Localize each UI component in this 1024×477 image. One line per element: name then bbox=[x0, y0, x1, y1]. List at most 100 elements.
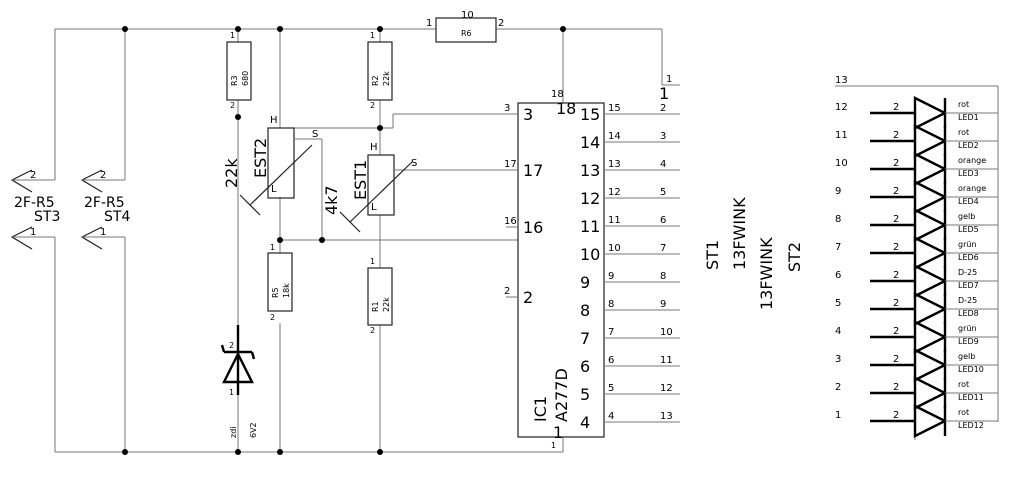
r5-name: R5 bbox=[271, 287, 280, 298]
st2-label: 13FWINK ST2 bbox=[757, 237, 804, 310]
r3-pin-bottom: 2 bbox=[230, 101, 235, 110]
wiring bbox=[54, 28, 999, 453]
zener-value: 6V2 bbox=[249, 422, 258, 438]
led-name: LED5 bbox=[958, 225, 979, 234]
st1-pin-num: 7 bbox=[660, 243, 666, 254]
led-color: orange bbox=[958, 156, 986, 165]
st2-pin-num: 3 bbox=[835, 354, 841, 365]
led-name: LED9 bbox=[958, 337, 979, 346]
st4-pin-top: 2 bbox=[100, 170, 106, 181]
ic-right-pin-num: 9 bbox=[580, 273, 590, 292]
ic-value: A277D bbox=[552, 368, 571, 422]
st2-pin-num: 6 bbox=[835, 270, 841, 281]
r5-pin-top: 1 bbox=[270, 243, 275, 252]
ic-bottom-pin-num: 1 bbox=[553, 423, 563, 442]
st2-top-pin-num: 13 bbox=[835, 75, 848, 86]
ic-left-pin-ext: 3 bbox=[504, 103, 510, 114]
r6-name: R6 bbox=[461, 29, 472, 38]
st1-pin-num: 11 bbox=[660, 355, 673, 366]
r2-pin-top: 1 bbox=[370, 31, 375, 40]
est1-name: EST1 bbox=[351, 160, 370, 200]
led-name: LED4 bbox=[958, 197, 979, 206]
led-pin-2: 2 bbox=[893, 186, 899, 197]
led-pin-2: 2 bbox=[893, 214, 899, 225]
led-color: D-25 bbox=[958, 268, 977, 277]
st1-top-pin-big: 1 bbox=[659, 84, 669, 103]
st4-value: 2F-R5 bbox=[84, 195, 125, 211]
st2-pin-num: 2 bbox=[835, 382, 841, 393]
ic-right-pin-num: 11 bbox=[580, 217, 600, 236]
led-pin-2: 2 bbox=[893, 102, 899, 113]
ic-right-pin-num: 6 bbox=[580, 357, 590, 376]
led-name: LED12 bbox=[958, 421, 984, 430]
led-name: LED7 bbox=[958, 281, 979, 290]
r6-value: 10 bbox=[461, 10, 474, 21]
trimmer-est2: H S L EST2 22k bbox=[222, 115, 318, 216]
ic-right-pin-ext: 11 bbox=[608, 215, 621, 226]
r1-name: R1 bbox=[371, 301, 380, 312]
connector-st3: 2 1 2F-R5 ST3 bbox=[10, 169, 60, 250]
st2-pin-num: 8 bbox=[835, 214, 841, 225]
st1-pin-num: 5 bbox=[660, 187, 666, 198]
led-pin-2: 2 bbox=[893, 270, 899, 281]
led-color: grün bbox=[958, 240, 977, 249]
ic-right-pin-ext: 12 bbox=[608, 187, 621, 198]
led-color: rot bbox=[958, 380, 969, 389]
led-pin-2: 2 bbox=[893, 158, 899, 169]
st1-pin-num: 2 bbox=[660, 103, 666, 114]
ic-right-pin-ext: 4 bbox=[608, 411, 614, 422]
st1-value: 13FWINK bbox=[730, 197, 749, 270]
ic-right-pin-num: 13 bbox=[580, 161, 600, 180]
led-name: LED3 bbox=[958, 169, 979, 178]
led-color: rot bbox=[958, 128, 969, 137]
resistor-r1: 1 2 R1 22k bbox=[367, 257, 393, 335]
st1-pin-num: 13 bbox=[660, 411, 673, 422]
st3-value: 2F-R5 bbox=[14, 195, 55, 211]
led-color: grün bbox=[958, 324, 977, 333]
ic-right-pin-num: 7 bbox=[580, 329, 590, 348]
zener-pin-top: 2 bbox=[229, 341, 234, 350]
ic-right-pin-num: 8 bbox=[580, 301, 590, 320]
led-color: rot bbox=[958, 100, 969, 109]
r3-pin-top: 1 bbox=[230, 31, 235, 40]
ic-right-pin-ext: 8 bbox=[608, 299, 614, 310]
st4-pin-bottom: 1 bbox=[100, 227, 106, 238]
ic-right-pin-num: 15 bbox=[580, 105, 600, 124]
st2-pin-num: 7 bbox=[835, 242, 841, 253]
ic-top-pin-num: 18 bbox=[556, 99, 576, 118]
est1-h: H bbox=[370, 142, 378, 153]
r6-pin-right: 2 bbox=[498, 18, 504, 29]
ic-left-pin-ext: 16 bbox=[504, 216, 517, 227]
ic-left-pin-ext: 17 bbox=[504, 159, 517, 170]
st1-top-pin-small: 1 bbox=[666, 74, 672, 85]
est1-s: S bbox=[411, 158, 417, 169]
ic-right-pin-num: 5 bbox=[580, 385, 590, 404]
ic-top-pin-ext: 18 bbox=[551, 89, 564, 100]
connector-st4: 2 1 2F-R5 ST4 bbox=[80, 169, 130, 250]
r6-pin-left: 1 bbox=[426, 18, 432, 29]
ic-left-pin-num: 16 bbox=[523, 218, 543, 237]
r1-value: 22k bbox=[382, 297, 391, 312]
led-name: LED8 bbox=[958, 309, 979, 318]
ic-right-pin-ext: 13 bbox=[608, 159, 621, 170]
resistor-r2: 1 2 R2 22k bbox=[367, 31, 393, 110]
ic-left-pin-num: 3 bbox=[523, 105, 533, 124]
r5-pin-bottom: 2 bbox=[270, 313, 275, 322]
led-pin-2: 2 bbox=[893, 242, 899, 253]
est1-l: L bbox=[371, 202, 377, 213]
led-name: LED11 bbox=[958, 393, 984, 402]
led-color: orange bbox=[958, 184, 986, 193]
est2-h: H bbox=[270, 115, 278, 126]
